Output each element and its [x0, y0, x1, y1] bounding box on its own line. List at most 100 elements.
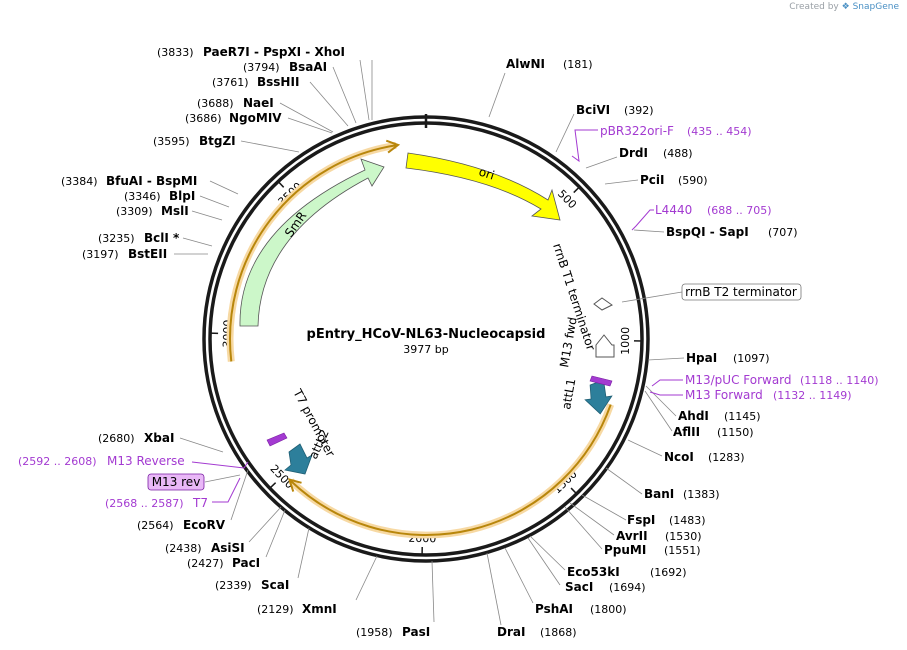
m13-rev-box[interactable]	[147, 473, 205, 491]
site-fspi-pos: (1483)	[669, 514, 706, 527]
site-bani[interactable]: BanI	[644, 487, 674, 501]
site-pshai[interactable]: PshAI	[535, 602, 573, 616]
site-xbai[interactable]: XbaI	[144, 431, 174, 445]
site-bspqi-sapi-pos: (707)	[768, 226, 798, 239]
site-bfuai-bspmi[interactable]: BfuAI - BspMI	[106, 174, 197, 188]
site-xbai-pos: (2680)	[98, 432, 135, 445]
site-ahdi[interactable]: AhdI	[678, 409, 709, 423]
site-bcli[interactable]: BclI *	[144, 231, 180, 245]
site-drai[interactable]: DraI	[497, 625, 525, 639]
orf-arcs	[226, 139, 615, 539]
site-drdi-pos: (488)	[663, 147, 693, 160]
site-pcii-pos: (590)	[678, 174, 708, 187]
site-xmni[interactable]: XmnI	[302, 602, 337, 616]
site-aflii-pos: (1150)	[717, 426, 754, 439]
watermark-brand: SnapGene	[852, 2, 899, 12]
site-bani-pos: (1383)	[683, 488, 720, 501]
primer-m13-reverse[interactable]: M13 Reverse	[107, 454, 185, 468]
site-ngomiv[interactable]: NgoMIV	[229, 111, 282, 125]
ori-label: ori	[477, 165, 496, 183]
plasmid-size: 3977 bp	[403, 343, 448, 356]
site-naei[interactable]: NaeI	[243, 96, 274, 110]
orf-arc[interactable]	[290, 404, 612, 537]
snapgene-watermark: Created by ❖ SnapGene	[789, 2, 899, 12]
rrnb-t2-box	[681, 283, 802, 301]
site-scai[interactable]: ScaI	[261, 578, 289, 592]
site-eco53ki-pos: (1692)	[650, 566, 687, 579]
site-msli-pos: (3309)	[116, 205, 153, 218]
site-bspqi-sapi[interactable]: BspQI - SapI	[666, 225, 749, 239]
primer-l4440[interactable]: L4440	[655, 203, 692, 217]
site-drdi[interactable]: DrdI	[619, 146, 648, 160]
site-hpai[interactable]: HpaI	[686, 351, 717, 365]
site-bsaai[interactable]: BsaAI	[289, 60, 327, 74]
site-eco53ki[interactable]: Eco53kI	[567, 565, 620, 579]
primer-m13-reverse-range: (2592 .. 2608)	[18, 455, 97, 468]
primer-m13-puc-forward[interactable]: M13/pUC Forward	[685, 373, 792, 387]
site-btgzi-pos: (3595)	[153, 135, 190, 148]
watermark-prefix: Created by	[789, 2, 839, 12]
site-asisi[interactable]: AsiSI	[211, 541, 245, 555]
site-paci[interactable]: PacI	[232, 556, 260, 570]
m13-fwd-primer-mark[interactable]	[589, 375, 613, 387]
site-bsshii[interactable]: BssHII	[257, 75, 299, 89]
site-ncoi-pos: (1283)	[708, 451, 745, 464]
site-alwni-pos: (181)	[563, 58, 593, 71]
attl1-label: attL1	[559, 377, 578, 410]
site-ncoi[interactable]: NcoI	[664, 450, 694, 464]
primer-t7[interactable]: T7	[192, 496, 208, 510]
site-alwni[interactable]: AlwNI	[506, 57, 545, 71]
site-ppumi[interactable]: PpuMI	[604, 543, 646, 557]
m13-rev-box-label: M13 rev	[152, 475, 201, 489]
site-pshai-pos: (1800)	[590, 603, 627, 616]
site-pcii[interactable]: PciI	[640, 173, 665, 187]
site-xmni-pos: (2129)	[257, 603, 294, 616]
site-bcli-pos: (3235)	[98, 232, 135, 245]
site-saci[interactable]: SacI	[565, 580, 593, 594]
attl2-feature[interactable]	[284, 443, 313, 475]
primer-pbr322ori-f[interactable]: pBR322ori-F	[600, 124, 674, 138]
site-fspi[interactable]: FspI	[627, 513, 655, 527]
site-ppumi-pos: (1551)	[664, 544, 701, 557]
scale-tick	[269, 482, 277, 489]
site-avrii[interactable]: AvrII	[616, 529, 648, 543]
site-pasi[interactable]: PasI	[402, 625, 430, 639]
primer-t7-range: (2568 .. 2587)	[105, 497, 184, 510]
primer-m13-forward[interactable]: M13 Forward	[685, 388, 763, 402]
site-hpai-pos: (1097)	[733, 352, 770, 365]
m13-fwd-label: M13 fwd	[557, 316, 580, 369]
site-paer7i-pspxi-xhoi[interactable]: PaeR7I - PspXI - XhoI	[203, 45, 345, 59]
site-scai-pos: (2339)	[215, 579, 252, 592]
smr-feature[interactable]	[239, 158, 385, 327]
orf-arc[interactable]	[229, 144, 397, 362]
site-bcivi-pos: (392)	[624, 104, 654, 117]
site-blpi-pos: (3346)	[124, 190, 161, 203]
site-bcivi[interactable]: BciVI	[576, 103, 610, 117]
site-drai-pos: (1868)	[540, 626, 577, 639]
site-bsshii-pos: (3761)	[212, 76, 249, 89]
rrnb-t2-box-label: rrnB T2 terminator	[685, 285, 797, 299]
t7-promoter-mark[interactable]	[266, 432, 288, 447]
site-naei-pos: (3688)	[197, 97, 234, 110]
left-sites: PasI (1958) XmnI (2129) ScaI (2339) PacI…	[61, 45, 435, 639]
backbone	[202, 114, 650, 563]
site-aflii[interactable]: AflII	[673, 425, 700, 439]
site-paer7i-pspxi-xhoi-pos: (3833)	[157, 46, 194, 59]
site-saci-pos: (1694)	[609, 581, 646, 594]
site-msli[interactable]: MslI	[161, 204, 189, 218]
rrnb-t1-feature[interactable]	[595, 334, 615, 358]
site-bfuai-bspmi-pos: (3384)	[61, 175, 98, 188]
rrnb-t2-feature[interactable]	[593, 297, 613, 311]
site-blpi[interactable]: BlpI	[169, 189, 195, 203]
site-btgzi[interactable]: BtgZI	[199, 134, 236, 148]
site-bsaai-pos: (3794)	[243, 61, 280, 74]
site-pasi-pos: (1958)	[356, 626, 393, 639]
orf-arrowhead	[287, 478, 302, 492]
snapgene-logo-icon: ❖	[841, 2, 850, 12]
ori-feature[interactable]	[405, 152, 561, 221]
primer-m13-puc-forward-range: (1118 .. 1140)	[800, 374, 879, 387]
site-bsteii[interactable]: BstEII	[128, 247, 167, 261]
site-ecorv[interactable]: EcoRV	[183, 518, 226, 532]
site-asisi-pos: (2438)	[165, 542, 202, 555]
primer-l4440-range: (688 .. 705)	[707, 204, 772, 217]
